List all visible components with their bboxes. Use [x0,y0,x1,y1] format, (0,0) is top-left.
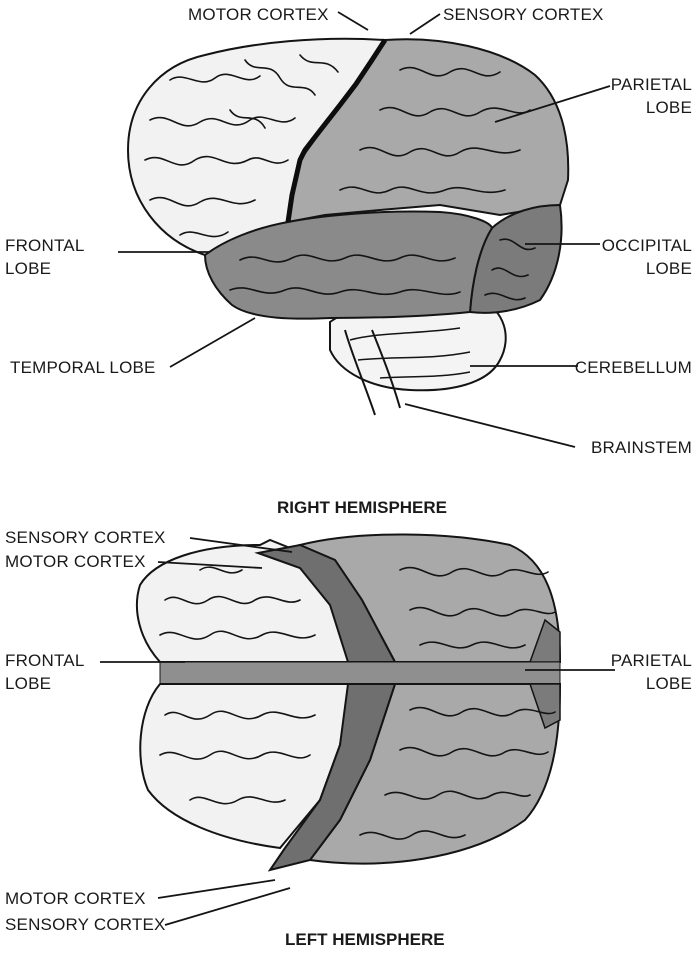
longitudinal-fissure [160,662,560,684]
label-occipital-lobe-lateral-2: LOBE [590,258,692,280]
label-sensory-cortex-lateral: SENSORY CORTEX [443,4,604,26]
leader-motor-cortex [338,12,368,30]
label-frontal-lobe-top-1: FRONTAL [5,650,84,672]
label-parietal-lobe-lateral-2: LOBE [600,97,692,119]
label-parietal-lobe-top-1: PARIETAL [600,650,692,672]
label-brainstem: BRAINSTEM [570,437,692,459]
label-motor-cortex-top: MOTOR CORTEX [5,551,146,573]
leader-temporal [170,318,255,367]
label-parietal-lobe-lateral-1: PARIETAL [600,74,692,96]
label-occipital-lobe-lateral-1: OCCIPITAL [590,235,692,257]
label-sensory-cortex-bottom: SENSORY CORTEX [5,914,166,936]
leader-bottom-motor [158,880,275,898]
label-sensory-cortex-top: SENSORY CORTEX [5,527,166,549]
label-temporal-lobe-lateral: TEMPORAL LOBE [10,357,156,379]
label-parietal-lobe-top-2: LOBE [600,673,692,695]
leader-sensory-cortex [410,14,440,34]
label-frontal-lobe-lateral-1: FRONTAL [5,235,84,257]
label-motor-cortex-bottom: MOTOR CORTEX [5,888,146,910]
lateral-brain [118,12,610,447]
right-hemisphere-title: RIGHT HEMISPHERE [277,498,447,518]
leader-brainstem [405,404,575,447]
label-frontal-lobe-top-2: LOBE [5,673,51,695]
label-motor-cortex-lateral: MOTOR CORTEX [188,4,329,26]
label-cerebellum: CEREBELLUM [570,357,692,379]
top-brain [100,534,615,925]
left-hemisphere-title: LEFT HEMISPHERE [285,930,445,950]
label-frontal-lobe-lateral-2: LOBE [5,258,51,280]
